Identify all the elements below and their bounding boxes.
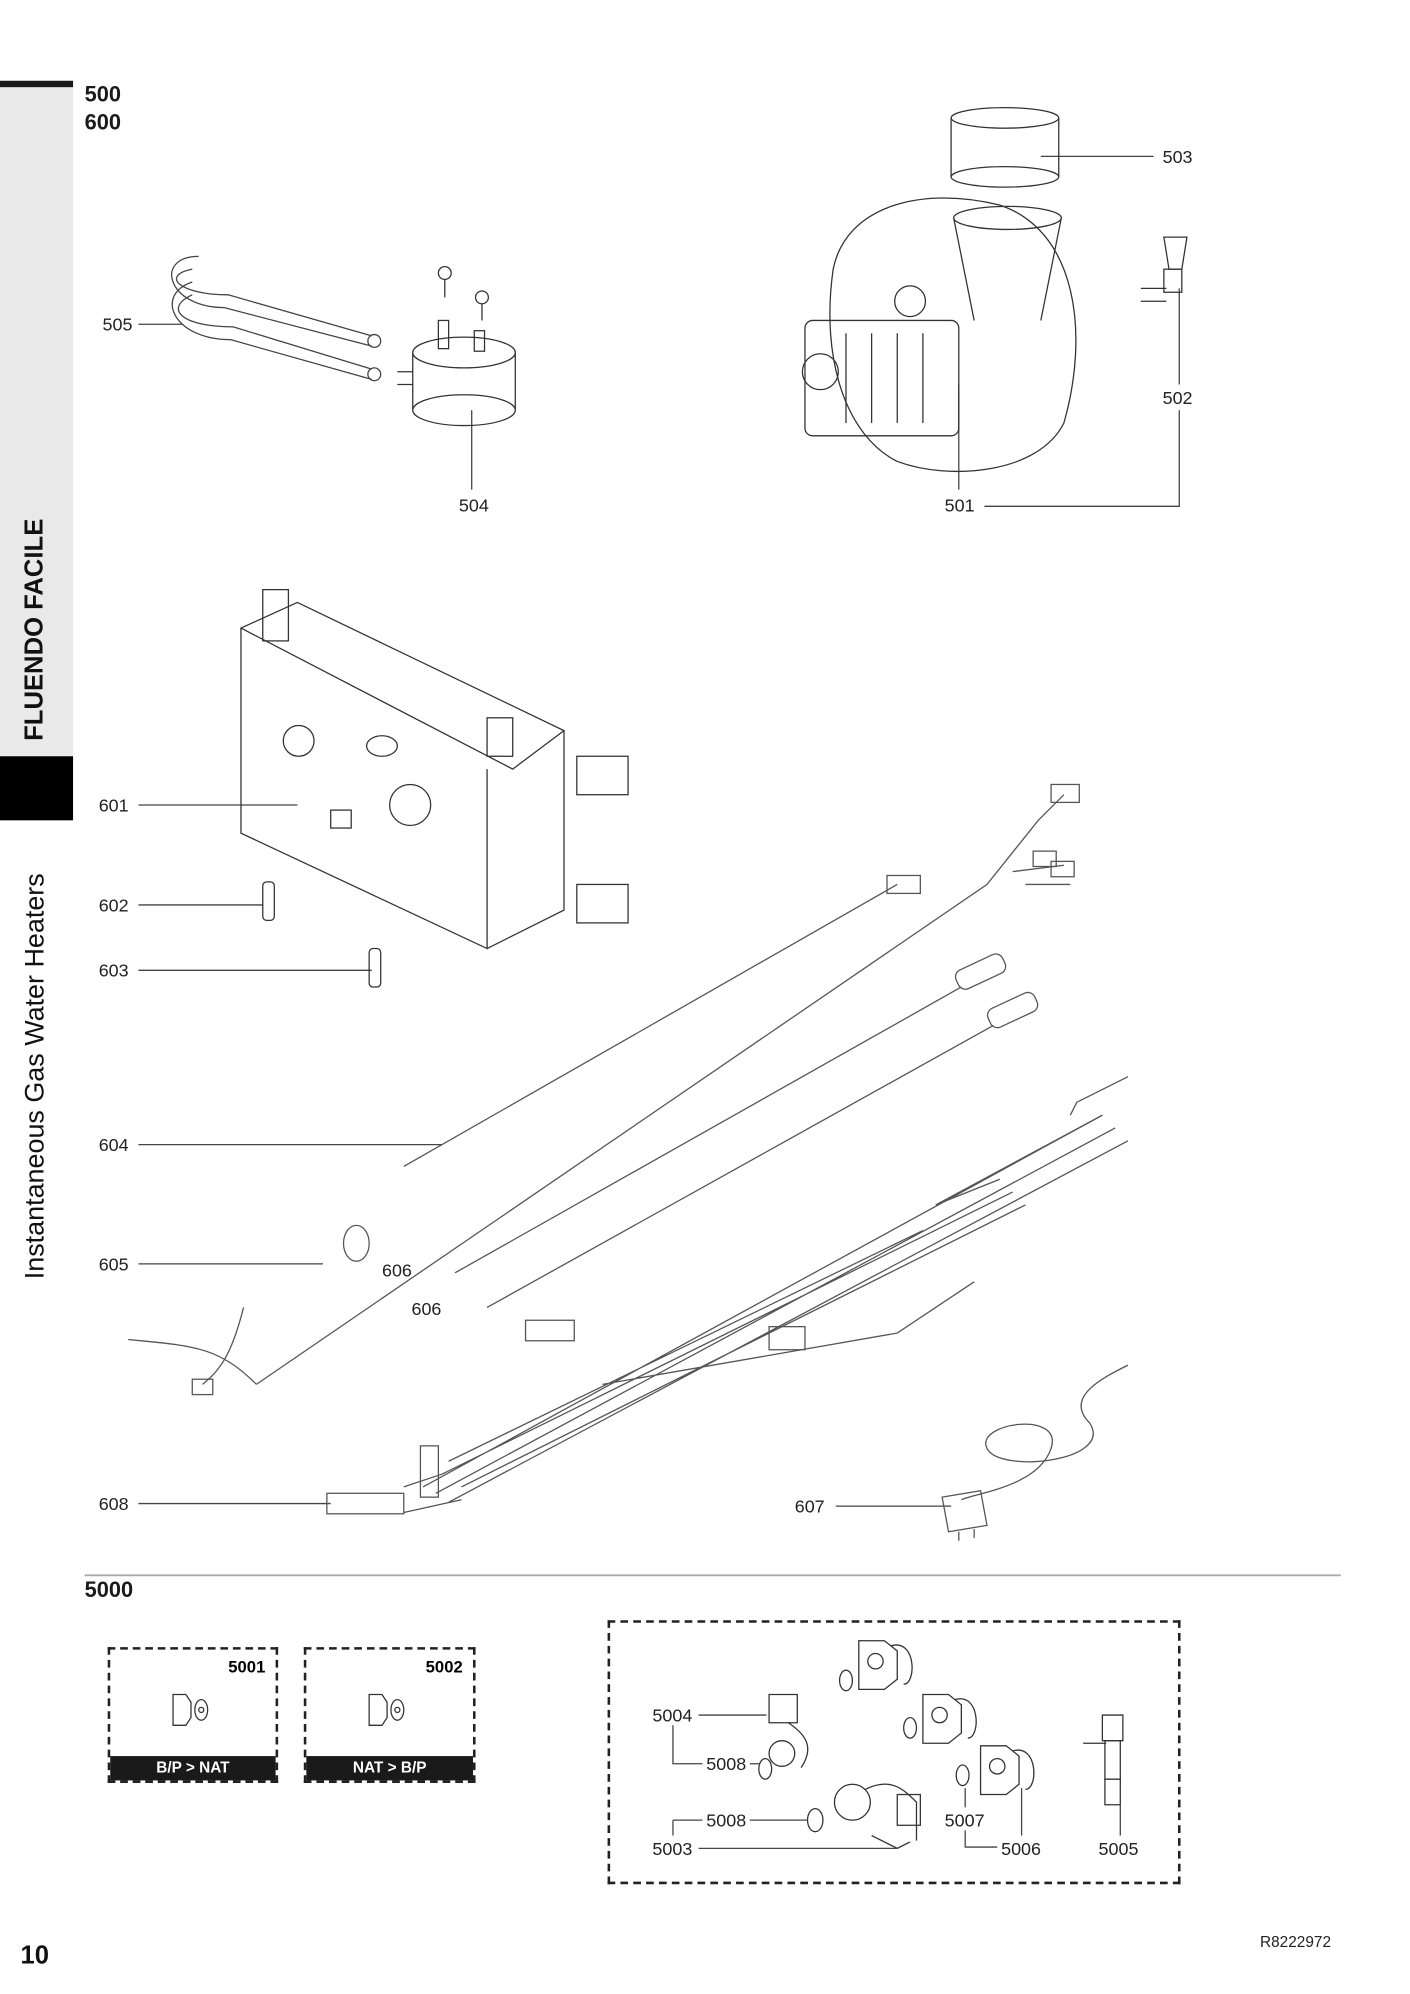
kit-5001-number: 5001 — [228, 1657, 266, 1677]
label-606: 606 — [381, 1260, 412, 1281]
label-5005: 5005 — [1098, 1838, 1139, 1859]
kit-5002-number: 5002 — [425, 1657, 463, 1677]
ring-503-drawing — [950, 107, 1060, 188]
label-603: 603 — [98, 960, 129, 981]
label-5008: 5008 — [706, 1753, 747, 1775]
sidebar-top-rule — [0, 80, 74, 89]
kit-5001-tag: B/P > NAT — [110, 1756, 276, 1781]
label-605: 605 — [98, 1253, 129, 1275]
label-5008: 5008 — [706, 1809, 747, 1831]
label-5004: 5004 — [652, 1704, 693, 1726]
fuse-602-drawing — [262, 881, 275, 921]
hoses-505-drawing — [171, 255, 382, 382]
sidebar-black-block — [0, 756, 74, 821]
label-607: 607 — [794, 1495, 825, 1517]
kit-leader-lines — [672, 1714, 1121, 1849]
fittings-kit-drawing — [758, 1640, 1124, 1850]
label-606: 606 — [411, 1298, 442, 1319]
label-5007: 5007 — [944, 1809, 985, 1831]
label-5006: 5006 — [1001, 1838, 1042, 1859]
leader-lines — [138, 155, 1180, 1507]
label-505: 505 — [102, 314, 133, 335]
label-503: 503 — [1162, 146, 1193, 167]
kit-5002-tag: NAT > B/P — [306, 1756, 473, 1781]
fuse-603-drawing — [368, 947, 382, 988]
nozzle-5002-drawing — [368, 1693, 405, 1726]
label-602: 602 — [98, 894, 129, 916]
label-5003: 5003 — [652, 1838, 693, 1859]
label-502: 502 — [1162, 387, 1193, 408]
label-604: 604 — [98, 1134, 129, 1155]
pressure-switch-504-drawing — [397, 265, 516, 427]
control-box-601-drawing — [239, 588, 629, 950]
kit-5001: 5001 B/P > NAT — [107, 1647, 279, 1783]
label-608: 608 — [98, 1493, 129, 1514]
power-cord-607-drawing — [941, 1364, 1129, 1541]
label-504: 504 — [458, 494, 489, 516]
document-code: R8222972 — [1260, 1932, 1332, 1951]
nozzle-5001-drawing — [172, 1693, 209, 1726]
fan-501-drawing — [801, 197, 1077, 473]
section-600: 600 — [84, 110, 121, 135]
sidebar-band — [0, 87, 74, 757]
kit-5002: 5002 NAT > B/P — [303, 1647, 476, 1783]
fittings-kit-frame — [607, 1620, 1181, 1885]
sensor-502-drawing — [1140, 236, 1188, 302]
label-601: 601 — [98, 794, 129, 816]
page-number: 10 — [20, 1941, 50, 1971]
section-5000: 5000 — [84, 1577, 134, 1603]
label-501: 501 — [944, 494, 975, 516]
wiring-harness-drawing — [128, 783, 1129, 1515]
section-500: 500 — [84, 82, 121, 107]
